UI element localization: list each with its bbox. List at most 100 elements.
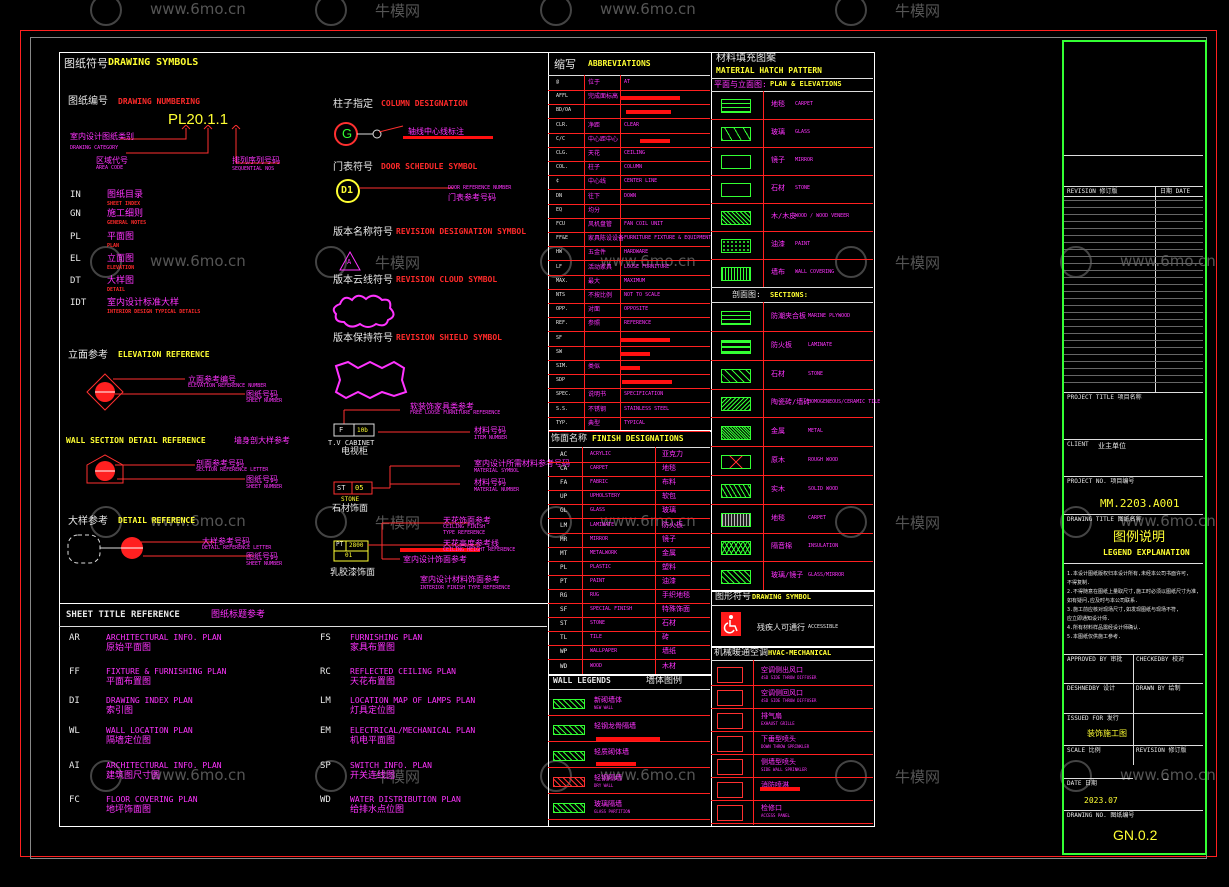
sheet-code: RC	[320, 667, 331, 677]
hvac-row-divider	[711, 800, 873, 801]
hatch-cn: 玻璃	[771, 128, 785, 136]
latex-note-2: CEILING FINISH	[443, 524, 486, 530]
drawing-symbols-title-cn: 图纸符号	[64, 57, 108, 70]
abbreviation-row-divider	[548, 175, 710, 176]
hvac-cn: 侧墙型喷头	[761, 758, 796, 766]
redacted-bar	[622, 380, 672, 384]
sheet-name-en: ARCHITECTURAL INFO. PLAN	[106, 761, 222, 770]
finish-designations-title-cn: 饰面名称	[551, 434, 588, 444]
abbreviation-code: @	[556, 79, 560, 85]
accessible-label-cn: 残疾人可通行	[757, 623, 805, 632]
abbreviation-code: BD/OA	[556, 107, 572, 113]
sheet-name-en: WATER DISTRIBUTION PLAN	[350, 795, 461, 804]
section-header-en: SECTIONS:	[770, 291, 808, 299]
finish-cn: 木材	[662, 662, 676, 670]
abbreviation-cn: 类似	[588, 363, 601, 370]
abbreviation-row-divider	[548, 204, 710, 205]
revision-row-line	[1064, 368, 1203, 369]
door-symbol	[336, 179, 453, 203]
abbreviation-en: CLEAR	[624, 122, 640, 128]
hatch-swatch	[721, 541, 751, 555]
general-note-line: 5.本图纸仅供施工参考.	[1067, 634, 1122, 640]
revision-row-line	[1064, 256, 1203, 257]
category-code: EL	[70, 254, 81, 264]
abbreviation-row-divider	[548, 417, 710, 418]
finish-row-divider	[548, 504, 710, 505]
watermark-text: 牛模网	[895, 254, 941, 272]
wall-hatch-swatch	[553, 777, 585, 787]
elevation-ref-note-1: 立面参考编号	[188, 375, 236, 384]
furniture-note-4: ITEM NUMBER	[474, 435, 508, 441]
abbreviation-cn: 位于	[588, 79, 601, 86]
sheet-name-cn: 原始平面图	[106, 643, 152, 653]
revision-row-line	[1064, 291, 1203, 292]
material-hatch-title-cn: 材料填充图案	[716, 53, 776, 64]
drawing-title-label: DRAWING TITLE 图纸名称	[1067, 516, 1142, 523]
abbreviation-row-divider	[548, 104, 710, 105]
finish-en: WALLPAPER	[590, 648, 618, 654]
abbreviation-code: DN	[556, 193, 563, 199]
finish-row-divider	[548, 462, 710, 463]
sheet-name-en: WALL LOCATION PLAN	[106, 726, 193, 735]
stone-note-3: 材料号码	[474, 478, 506, 487]
hvac-symbol-icon	[717, 690, 743, 706]
hatch-swatch	[721, 211, 751, 225]
finish-en: METALWORK	[590, 550, 618, 556]
finish-cn: 油漆	[662, 577, 676, 585]
door-note-en: DOOR REFERENCE NUMBER	[448, 185, 512, 191]
drawing-number-example: PL20.1.1	[168, 111, 229, 128]
hatch-swatch	[721, 239, 751, 253]
revision-row-line	[1064, 228, 1203, 229]
finish-cn: 玻璃	[662, 506, 676, 514]
detail-ref-label-en: DETAIL REFERENCE	[118, 516, 196, 525]
watermark-logo-icon	[90, 0, 122, 26]
sheet-code: WL	[69, 726, 80, 736]
furniture-tag-code: F	[339, 426, 344, 434]
issued-value: 装饰施工图	[1087, 729, 1127, 738]
watermark-text: www.6mo.cn	[600, 766, 696, 784]
finish-row-divider	[548, 547, 710, 548]
watermark-text: www.6mo.cn	[600, 0, 696, 18]
abbreviation-cn: 对面	[588, 306, 601, 313]
abbreviation-code: SIM.	[556, 363, 569, 369]
revision-cloud-label-cn: 版本云线符号	[333, 275, 393, 286]
hatch-en: WALL COVERING	[795, 269, 835, 275]
finish-code: MT	[560, 550, 568, 557]
abbreviation-code: SDP	[556, 377, 566, 383]
elevation-ref-note-4: SHEET NUMBER	[246, 398, 283, 404]
abbreviation-cn: 参照	[588, 320, 601, 327]
hvac-cn: 空调侧出风口	[761, 666, 803, 674]
category-name-en: SHEET INDEX	[107, 201, 141, 207]
revision-row-line	[1064, 284, 1203, 285]
finish-code: WP	[560, 648, 568, 655]
furniture-tag-symbol	[333, 409, 470, 437]
hatch-en: MARINE PLYWOOD	[808, 313, 851, 319]
latex-note-7: 室内设计材料饰面参考	[420, 575, 500, 584]
abbreviation-code: AFFL	[556, 93, 569, 99]
date-label: 日期 DATE	[1160, 188, 1191, 195]
hatch-en: CARPET	[808, 515, 827, 521]
wall-legend-cn: 轻质砌体墙	[594, 748, 629, 756]
watermark-logo-icon	[315, 0, 347, 26]
elevation-ref-note-3: 图纸号码	[246, 390, 278, 399]
column-designation-label-cn: 柱子指定	[333, 99, 373, 110]
sheet-name-en: FIXTURE & FURNISHING PLAN	[106, 667, 227, 676]
revision-shield-label-en: REVISION SHIELD SYMBOL	[396, 333, 502, 342]
finish-en: MIRROR	[590, 536, 609, 542]
wall-row-divider	[548, 793, 710, 794]
hvac-title-cn: 机械暖通空调	[714, 648, 769, 658]
hatch-cn: 石材	[771, 370, 785, 378]
finish-code: CA	[560, 465, 568, 472]
wall-hatch-swatch	[553, 803, 585, 813]
wall-section-note-2: SECTION REFERENCE LETTER	[196, 467, 269, 473]
abbreviations-title-en: ABBREVIATIONS	[588, 59, 651, 68]
sheet-name-en: FURNISHING PLAN	[350, 633, 423, 642]
hatch-swatch	[721, 99, 751, 113]
finish-en: ACRYLIC	[590, 451, 612, 457]
hvac-row-divider	[711, 731, 873, 732]
hvac-title-en: HVAC-MECHANICAL	[768, 649, 832, 657]
finish-cn: 防火板	[662, 521, 683, 529]
watermark-text: 牛模网	[375, 2, 421, 20]
hatch-row-divider	[711, 331, 873, 332]
date-2-value: 2023.07	[1084, 796, 1118, 805]
